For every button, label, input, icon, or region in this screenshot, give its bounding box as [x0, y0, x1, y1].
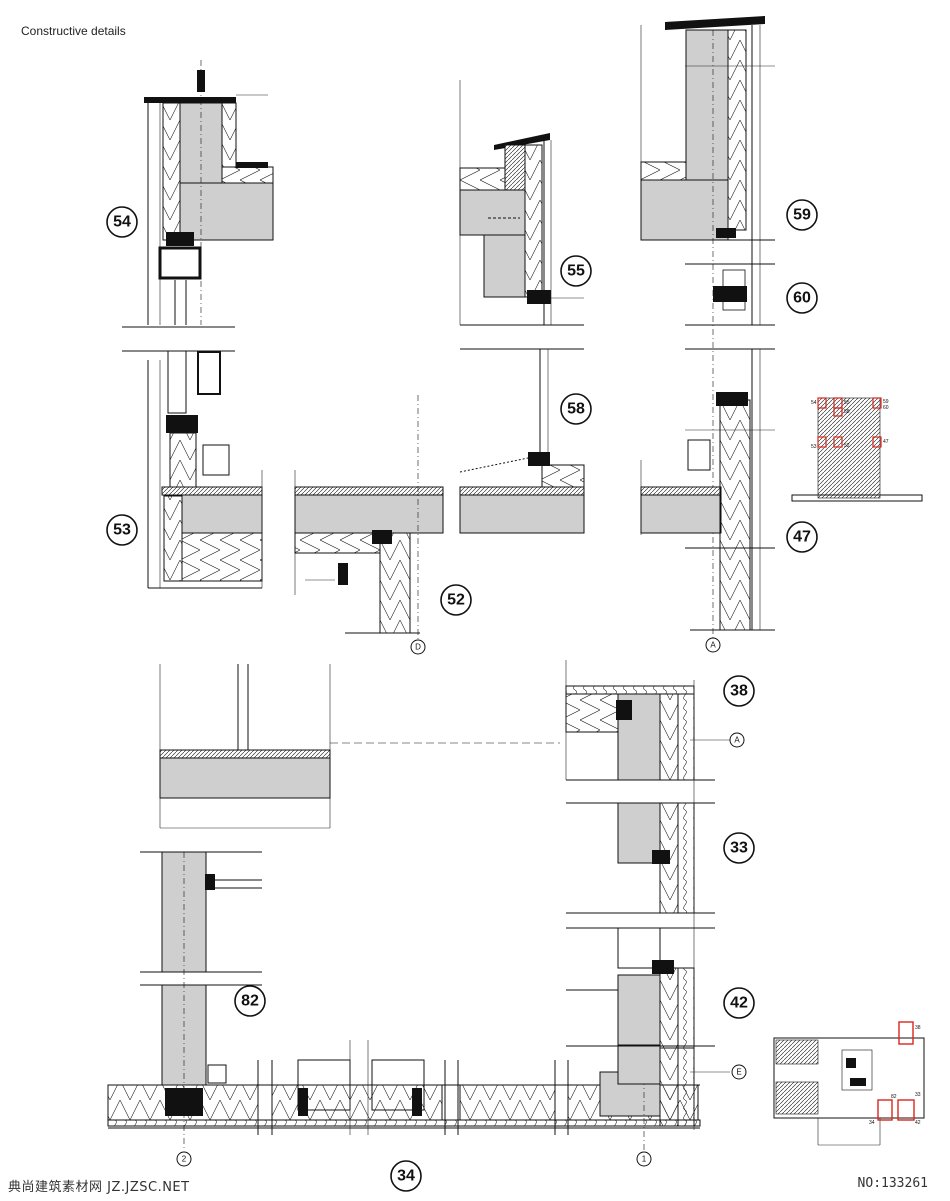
svg-text:47: 47: [793, 529, 811, 546]
svg-text:54: 54: [113, 214, 131, 231]
axis-marker-E: E: [731, 1064, 747, 1080]
page-title: Constructive details: [21, 24, 126, 38]
detail-55-drawing: [459, 80, 584, 326]
svg-text:A: A: [734, 736, 740, 745]
detail-82-drawing: [140, 664, 560, 1150]
detail-label-34: 34: [390, 1160, 422, 1192]
svg-text:34: 34: [869, 1120, 875, 1126]
svg-text:53: 53: [811, 444, 817, 450]
detail-label-33: 33: [723, 832, 755, 864]
svg-text:60: 60: [793, 290, 811, 307]
svg-text:2: 2: [182, 1155, 187, 1164]
svg-text:47: 47: [883, 439, 889, 445]
detail-labels: 54 55 59 60 58 53 47 52 38 33 42 82 34: [106, 199, 818, 1192]
axis-marker-A-lower: A: [729, 732, 745, 748]
watermark-source: 典尚建筑素材网 JZ.JZSC.NET: [8, 1180, 190, 1195]
svg-text:55: 55: [567, 263, 585, 280]
svg-text:33: 33: [730, 840, 748, 857]
detail-label-42: 42: [723, 987, 755, 1019]
axis-marker-1: 1: [636, 1151, 652, 1167]
svg-text:1: 1: [642, 1155, 647, 1164]
svg-text:59: 59: [883, 399, 889, 405]
detail-label-47: 47: [786, 521, 818, 553]
axis-markers: D A A E 2 1: [176, 637, 747, 1167]
svg-text:38: 38: [730, 683, 748, 700]
svg-text:34: 34: [397, 1168, 415, 1185]
detail-54-drawing: [122, 60, 274, 328]
detail-38-33-42-drawing: [565, 660, 730, 1130]
detail-label-60: 60: [786, 282, 818, 314]
detail-60-drawing: [685, 263, 775, 326]
svg-text:82: 82: [241, 993, 259, 1010]
key-plan-upper-labels: 54 55 59 60 58 53 52 47: [811, 399, 889, 450]
svg-text:55: 55: [844, 400, 850, 406]
svg-text:38: 38: [915, 1025, 921, 1031]
svg-text:52: 52: [844, 443, 850, 449]
watermark-number: NO:133261: [857, 1176, 928, 1191]
detail-58-drawing: [459, 348, 585, 534]
axis-marker-D: D: [410, 639, 426, 655]
detail-52-drawing: [294, 395, 444, 640]
svg-text:A: A: [710, 641, 716, 650]
detail-label-82: 82: [234, 985, 266, 1017]
svg-text:58: 58: [567, 401, 585, 418]
svg-text:52: 52: [447, 592, 465, 609]
detail-label-53: 53: [106, 514, 138, 546]
detail-label-59: 59: [786, 199, 818, 231]
key-plan-upper: [791, 397, 923, 502]
svg-text:42: 42: [915, 1120, 921, 1126]
svg-text:82: 82: [891, 1094, 897, 1100]
svg-text:D: D: [415, 643, 421, 652]
detail-47-drawing: [640, 348, 775, 631]
svg-text:54: 54: [811, 400, 817, 406]
svg-text:E: E: [736, 1068, 741, 1077]
detail-59-drawing: [640, 16, 775, 650]
svg-text:53: 53: [113, 522, 131, 539]
axis-marker-2: 2: [176, 1151, 192, 1167]
svg-text:59: 59: [793, 207, 811, 224]
axis-marker-A-upper: A: [705, 637, 721, 653]
key-plan-lower: [773, 1021, 925, 1146]
svg-text:58: 58: [844, 409, 850, 415]
svg-text:42: 42: [730, 995, 748, 1012]
detail-label-55: 55: [560, 255, 592, 287]
detail-label-38: 38: [723, 675, 755, 707]
key-plan-lower-labels: 38 33 82 34 42: [869, 1025, 921, 1126]
svg-text:60: 60: [883, 405, 889, 411]
svg-text:33: 33: [915, 1092, 921, 1098]
detail-label-54: 54: [106, 206, 138, 238]
detail-label-52: 52: [440, 584, 472, 616]
detail-label-58: 58: [560, 393, 592, 425]
detail-53-drawing: [122, 350, 263, 589]
